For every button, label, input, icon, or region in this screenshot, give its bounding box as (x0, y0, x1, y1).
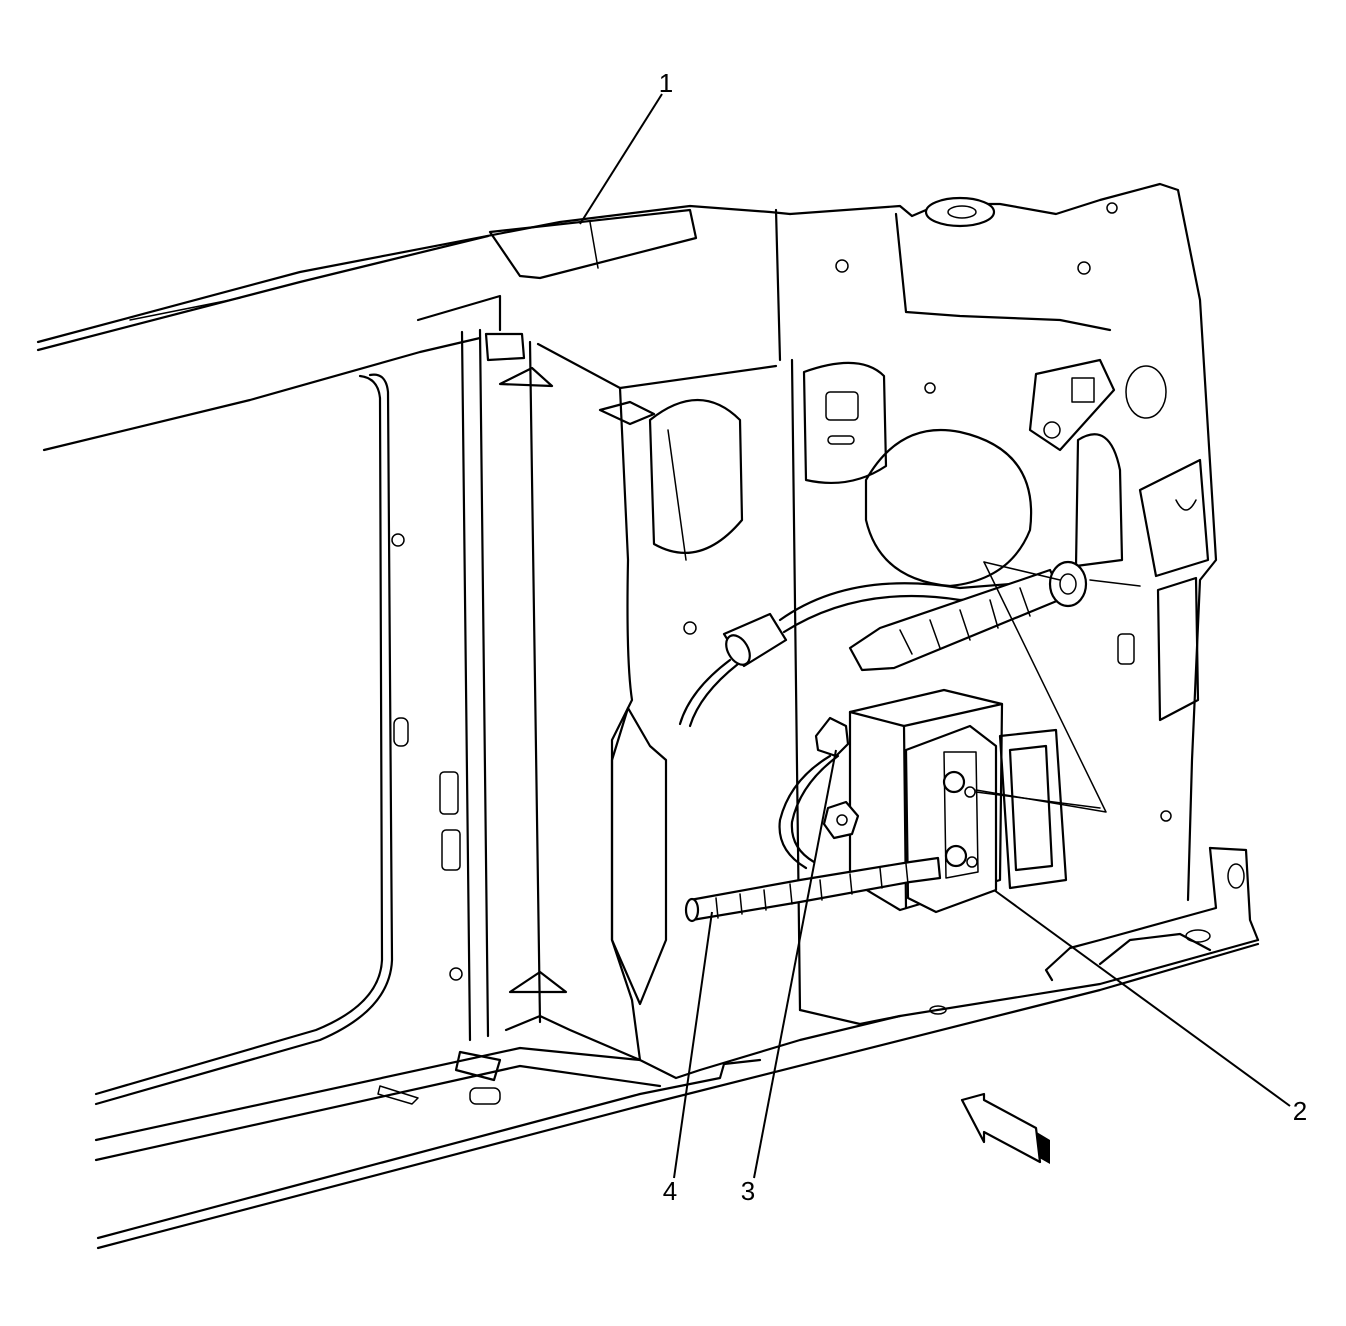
callout-2: 2 (1293, 1096, 1307, 1126)
module (848, 688, 1101, 914)
lower-sill (94, 846, 1260, 1250)
callout-3: 3 (741, 1176, 755, 1206)
view-direction-arrow-icon (960, 1092, 1050, 1164)
wiring-harness (678, 560, 1141, 728)
callout-leaders (579, 93, 1291, 1179)
callout-1: 1 (659, 68, 673, 98)
frame-opening (94, 373, 463, 1106)
explode-lines (975, 561, 1107, 813)
center-panel (610, 208, 782, 1062)
callout-4: 4 (663, 1176, 677, 1206)
upper-frame-rail (36, 204, 792, 452)
ground-bolt-lead (684, 716, 942, 923)
